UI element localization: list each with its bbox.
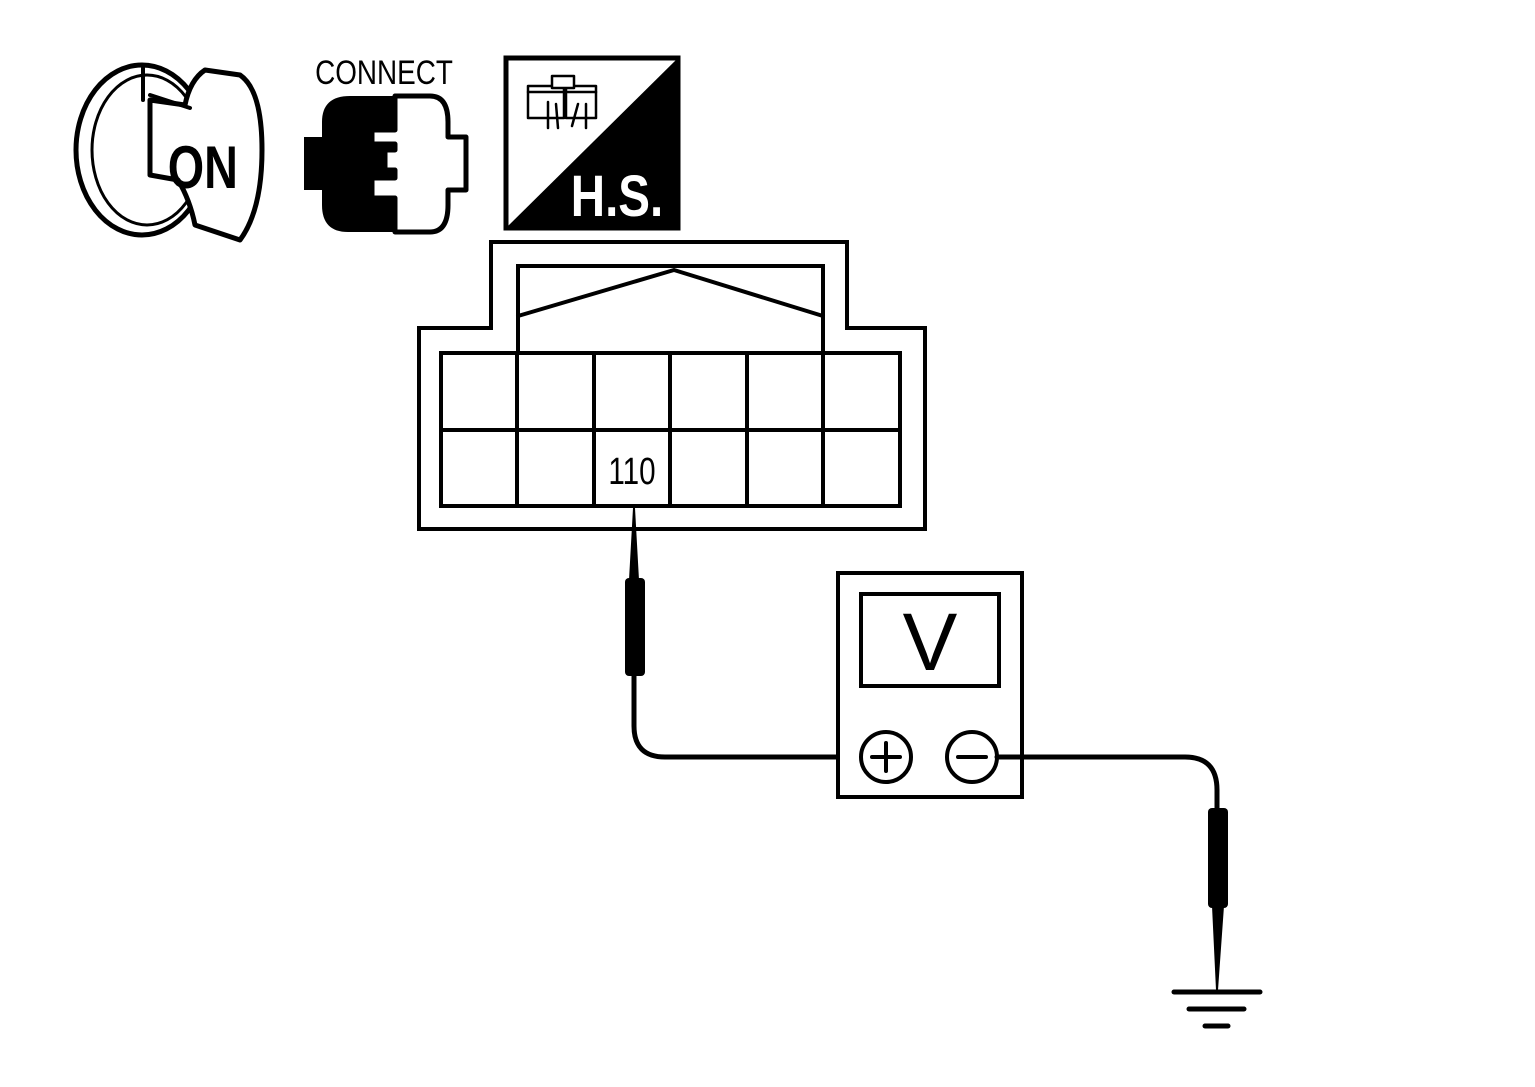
ignition-on-label: ON: [168, 134, 238, 201]
negative-probe: [994, 754, 1228, 991]
mini-connector-icon: [526, 74, 598, 130]
negative-lead-wire: [994, 754, 1220, 813]
connect-label: CONNECT: [315, 53, 453, 91]
harness-side-label: H.S.: [571, 165, 663, 230]
terminal-110-label: 110: [608, 451, 655, 493]
negative-terminal: [945, 730, 999, 784]
positive-probe: [625, 507, 861, 760]
voltmeter-display: [859, 592, 1001, 688]
harness-side-icon: H.S.: [503, 55, 681, 231]
voltmeter: V: [836, 571, 1024, 799]
positive-terminal: [859, 730, 913, 784]
ignition-key-icon: ON: [73, 62, 265, 243]
connector-connect-icon: CONNECT: [304, 53, 469, 235]
positive-lead-wire: [631, 673, 861, 760]
harness-connector: 110: [417, 240, 927, 531]
voltmeter-display-value: V: [903, 597, 958, 688]
ground-icon: [1171, 989, 1263, 1029]
